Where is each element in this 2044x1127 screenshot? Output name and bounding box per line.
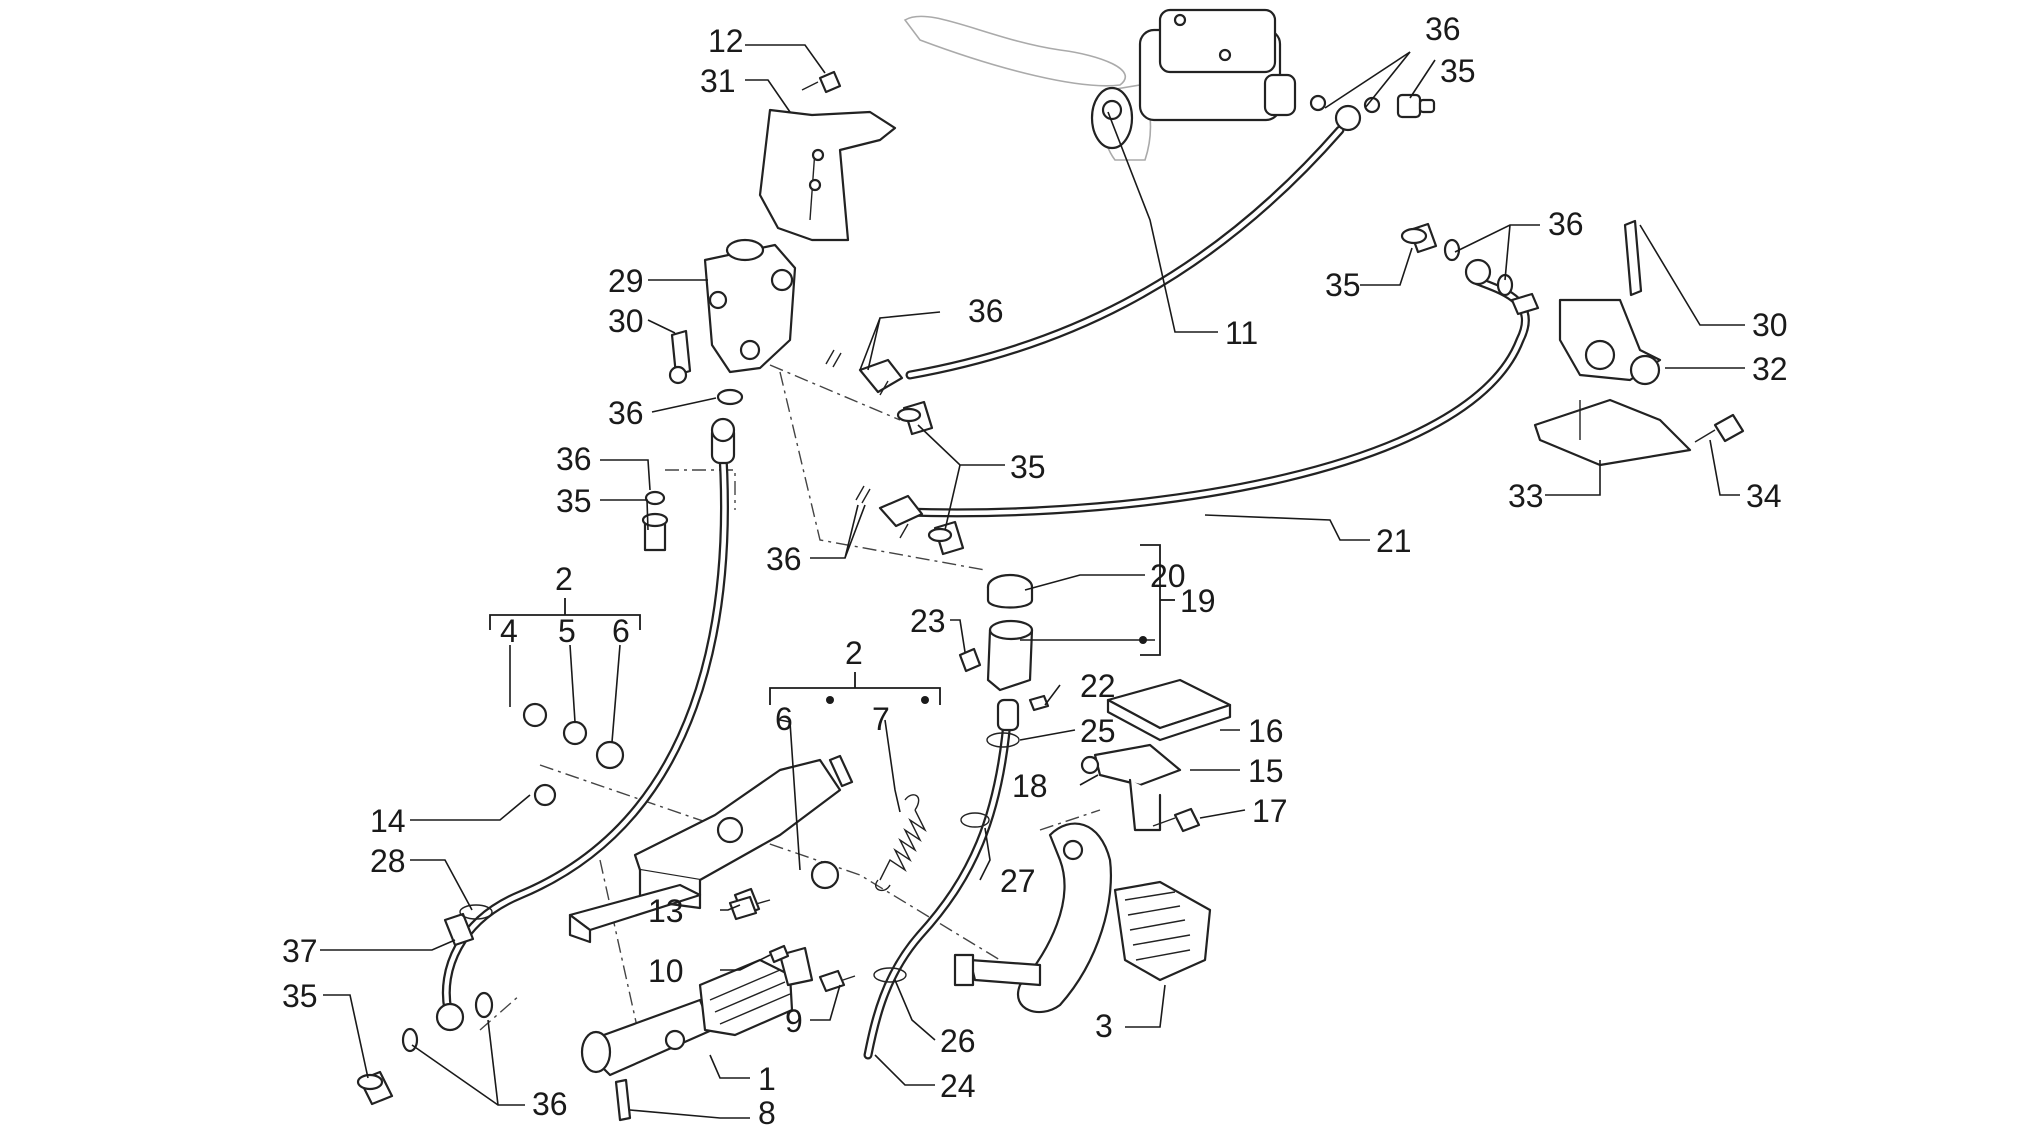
fasteners-17-18 <box>1080 755 1201 833</box>
callout-4: 4 <box>500 613 518 649</box>
callout-labels: 12 31 29 30 36 36 35 36 35 36 11 36 35 3… <box>282 11 1788 1127</box>
callout-30: 30 <box>608 303 644 339</box>
callout-35: 35 <box>282 978 318 1014</box>
rubber-boot-3 <box>1113 880 1212 982</box>
handlebar-master-cylinder <box>903 8 1436 161</box>
spring-7 <box>875 794 927 892</box>
hose-clamps <box>459 732 1020 983</box>
hose-37 <box>435 417 736 1032</box>
callout-36: 36 <box>556 441 592 477</box>
reservoir-19 <box>958 573 1050 712</box>
callout-12: 12 <box>708 23 744 59</box>
callout-13: 13 <box>648 893 684 929</box>
callout-37: 37 <box>282 933 318 969</box>
callout-11: 11 <box>1225 315 1258 351</box>
callout-3: 3 <box>1095 1008 1113 1044</box>
bracket-31 <box>758 70 897 242</box>
callout-26: 26 <box>940 1023 976 1059</box>
callout-2: 2 <box>555 561 573 597</box>
callout-7: 7 <box>872 701 890 737</box>
callout-35: 35 <box>1325 267 1361 303</box>
callout-29: 29 <box>608 263 644 299</box>
callout-6: 6 <box>612 613 630 649</box>
callout-36: 36 <box>608 395 644 431</box>
callout-8: 8 <box>758 1095 776 1127</box>
callout-27: 27 <box>1000 863 1036 899</box>
callout-30: 30 <box>1752 307 1788 343</box>
callout-35: 35 <box>556 483 592 519</box>
callout-36: 36 <box>968 293 1004 329</box>
callout-10: 10 <box>648 953 684 989</box>
callout-35: 35 <box>1440 53 1476 89</box>
dot-marker <box>826 696 834 704</box>
hose-seal-marks <box>825 349 909 539</box>
callout-35: 35 <box>1010 449 1046 485</box>
callout-9: 9 <box>785 1003 803 1039</box>
callout-17: 17 <box>1252 793 1288 829</box>
callout-33: 33 <box>1508 478 1544 514</box>
rear-master-cylinder <box>580 944 856 1122</box>
callout-1: 1 <box>758 1061 776 1097</box>
callout-36: 36 <box>1425 11 1461 47</box>
brake-pedal <box>953 822 1112 1014</box>
callout-25: 25 <box>1080 713 1116 749</box>
callout-23: 23 <box>910 603 946 639</box>
callout-2: 2 <box>845 635 863 671</box>
bolt-13 <box>728 895 771 921</box>
splitter-29 <box>668 238 797 406</box>
leader-lines <box>320 44 1745 1119</box>
callout-36: 36 <box>1548 206 1584 242</box>
callout-31: 31 <box>700 63 736 99</box>
pedal-bracket <box>568 754 854 944</box>
caliper-assembly <box>1400 219 1745 467</box>
dot-marker <box>1139 636 1147 644</box>
hose-24 <box>863 698 1020 1060</box>
washers-left <box>522 702 840 890</box>
callout-22: 22 <box>1080 668 1116 704</box>
callout-18: 18 <box>1012 768 1048 804</box>
group-brackets <box>489 544 1175 705</box>
callout-20: 20 <box>1150 558 1186 594</box>
callout-34: 34 <box>1746 478 1782 514</box>
callout-24: 24 <box>940 1068 976 1104</box>
callout-6: 6 <box>775 701 793 737</box>
callout-14: 14 <box>370 803 406 839</box>
callout-16: 16 <box>1248 713 1284 749</box>
callout-36: 36 <box>766 541 802 577</box>
foot-pad-16 <box>1093 678 1232 832</box>
dot-marker <box>921 696 929 704</box>
callout-28: 28 <box>370 843 406 879</box>
hose-11 <box>858 104 1362 394</box>
callout-21: 21 <box>1376 523 1412 559</box>
callout-5: 5 <box>558 613 576 649</box>
callout-15: 15 <box>1248 753 1284 789</box>
callout-19: 19 <box>1180 583 1216 619</box>
callout-32: 32 <box>1752 351 1788 387</box>
callout-36: 36 <box>532 1086 568 1122</box>
